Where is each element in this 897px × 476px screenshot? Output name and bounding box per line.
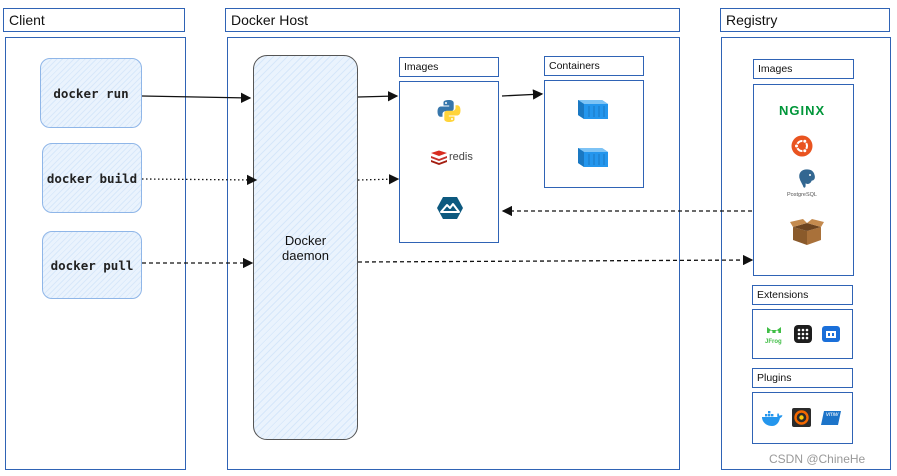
daemon-to-images-arrow — [357, 91, 399, 102]
run-to-daemon-arrow — [141, 92, 252, 104]
package-box-icon — [790, 219, 824, 245]
registry-extensions-label: Extensions — [752, 285, 853, 305]
docker-build-command[interactable]: docker build — [42, 143, 142, 213]
grid-app-icon — [794, 325, 812, 343]
redis-label: redis — [449, 151, 473, 163]
postgresql-label: PostgreSQL — [787, 192, 817, 198]
build-to-daemon-arrow — [141, 174, 258, 186]
docker-daemon: Docker daemon — [253, 55, 358, 440]
jfrog-icon — [767, 327, 781, 334]
portainer-icon — [822, 326, 840, 342]
docker-host-header: Docker Host — [225, 8, 680, 32]
redis-icon — [431, 150, 447, 165]
watermark: CSDN @ChineHe — [769, 452, 866, 466]
docker-whale-icon — [762, 411, 783, 426]
python-icon — [437, 100, 461, 122]
client-header: Client — [3, 8, 185, 32]
docker-pull-command[interactable]: docker pull — [42, 231, 142, 299]
registry-images-label: Images — [753, 59, 854, 79]
images-to-containers-arrow — [501, 89, 544, 100]
docker-run-command[interactable]: docker run — [40, 58, 142, 128]
container-icon — [578, 100, 608, 119]
daemon-to-registry-arrow — [357, 254, 754, 266]
daemon-label-line2: daemon — [282, 247, 329, 263]
host-images-label: Images — [399, 57, 499, 77]
daemon-to-images-build-arrow — [357, 174, 400, 185]
nginx-logo: NGINX — [779, 103, 826, 118]
vmware-label: vmw — [826, 412, 839, 418]
registry-header: Registry — [720, 8, 890, 32]
grafana-icon — [792, 408, 811, 427]
registry-plugins-label: Plugins — [752, 368, 853, 388]
jfrog-label: JFrog — [765, 339, 782, 345]
container-icon — [578, 148, 608, 167]
postgresql-icon — [798, 168, 816, 189]
daemon-label-line1: Docker — [284, 232, 327, 248]
host-containers-panel — [544, 80, 644, 188]
ubuntu-icon — [791, 135, 813, 157]
vmware-icon — [821, 411, 841, 425]
host-containers-label: Containers — [544, 56, 644, 76]
alpine-icon — [437, 197, 463, 219]
